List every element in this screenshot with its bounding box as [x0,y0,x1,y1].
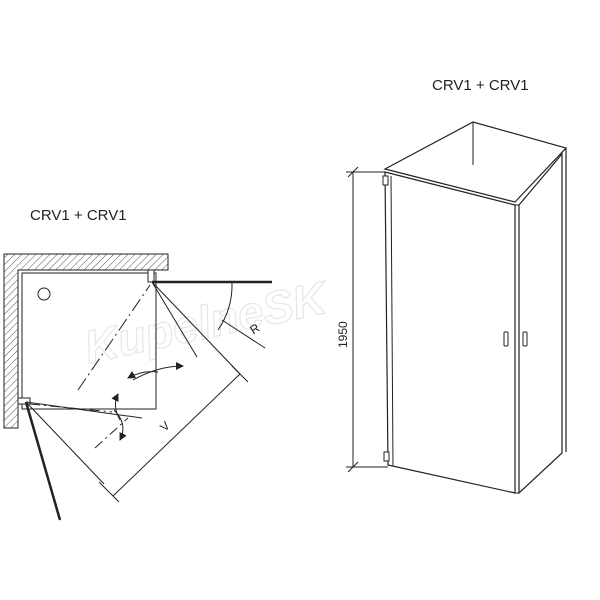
corner-wall-hatch [3,253,169,429]
height-dimension-tick-bottom [347,461,359,473]
door-axis-line-short [94,417,129,449]
watermark-text: KupelneSK [80,271,334,373]
door-opened-left [24,401,62,521]
perspective-view-title: CRV1 + CRV1 [432,77,529,94]
rotation-arrow-top-left [127,371,159,379]
hinge-bottom-icon [383,451,390,462]
side-door-handle-icon [522,331,528,347]
radius-leader-line [221,319,266,349]
plan-view-title: CRV1 + CRV1 [30,207,127,224]
height-dimension-tick-top [347,166,359,178]
perspective-view: CRV1 + CRV1 1950 [336,77,568,495]
door-swing-line-top [151,281,241,375]
side-door-panel [518,152,563,495]
door-swing-inner-left [25,401,143,419]
front-door-handle-icon [503,331,509,347]
width-dimension-tick-end [231,365,249,383]
center-axis-line [77,284,151,391]
rotation-arrow-left-up [111,393,121,421]
plan-view: CRV1 + CRV1 V R [3,207,272,521]
radius-arc [217,281,233,331]
width-dimension-line [112,373,241,497]
height-label: 1950 [336,321,350,348]
hinge-top-icon [382,175,389,186]
door-swing-line-left [25,401,105,485]
drain-icon [37,287,51,301]
door-swing-inner-top [151,281,198,358]
door-axis-line-lower [29,403,113,413]
shower-tray [21,272,157,410]
width-label: V [157,419,172,435]
front-door-panel [384,171,516,494]
enclosure-top-frame [383,121,568,203]
rotation-arrow-top-right [132,362,184,381]
door-hinge-profile-top [147,269,155,283]
front-door-profile [390,175,394,467]
door-hinge-profile-left [17,397,31,405]
width-dimension-tick-start [98,481,120,503]
